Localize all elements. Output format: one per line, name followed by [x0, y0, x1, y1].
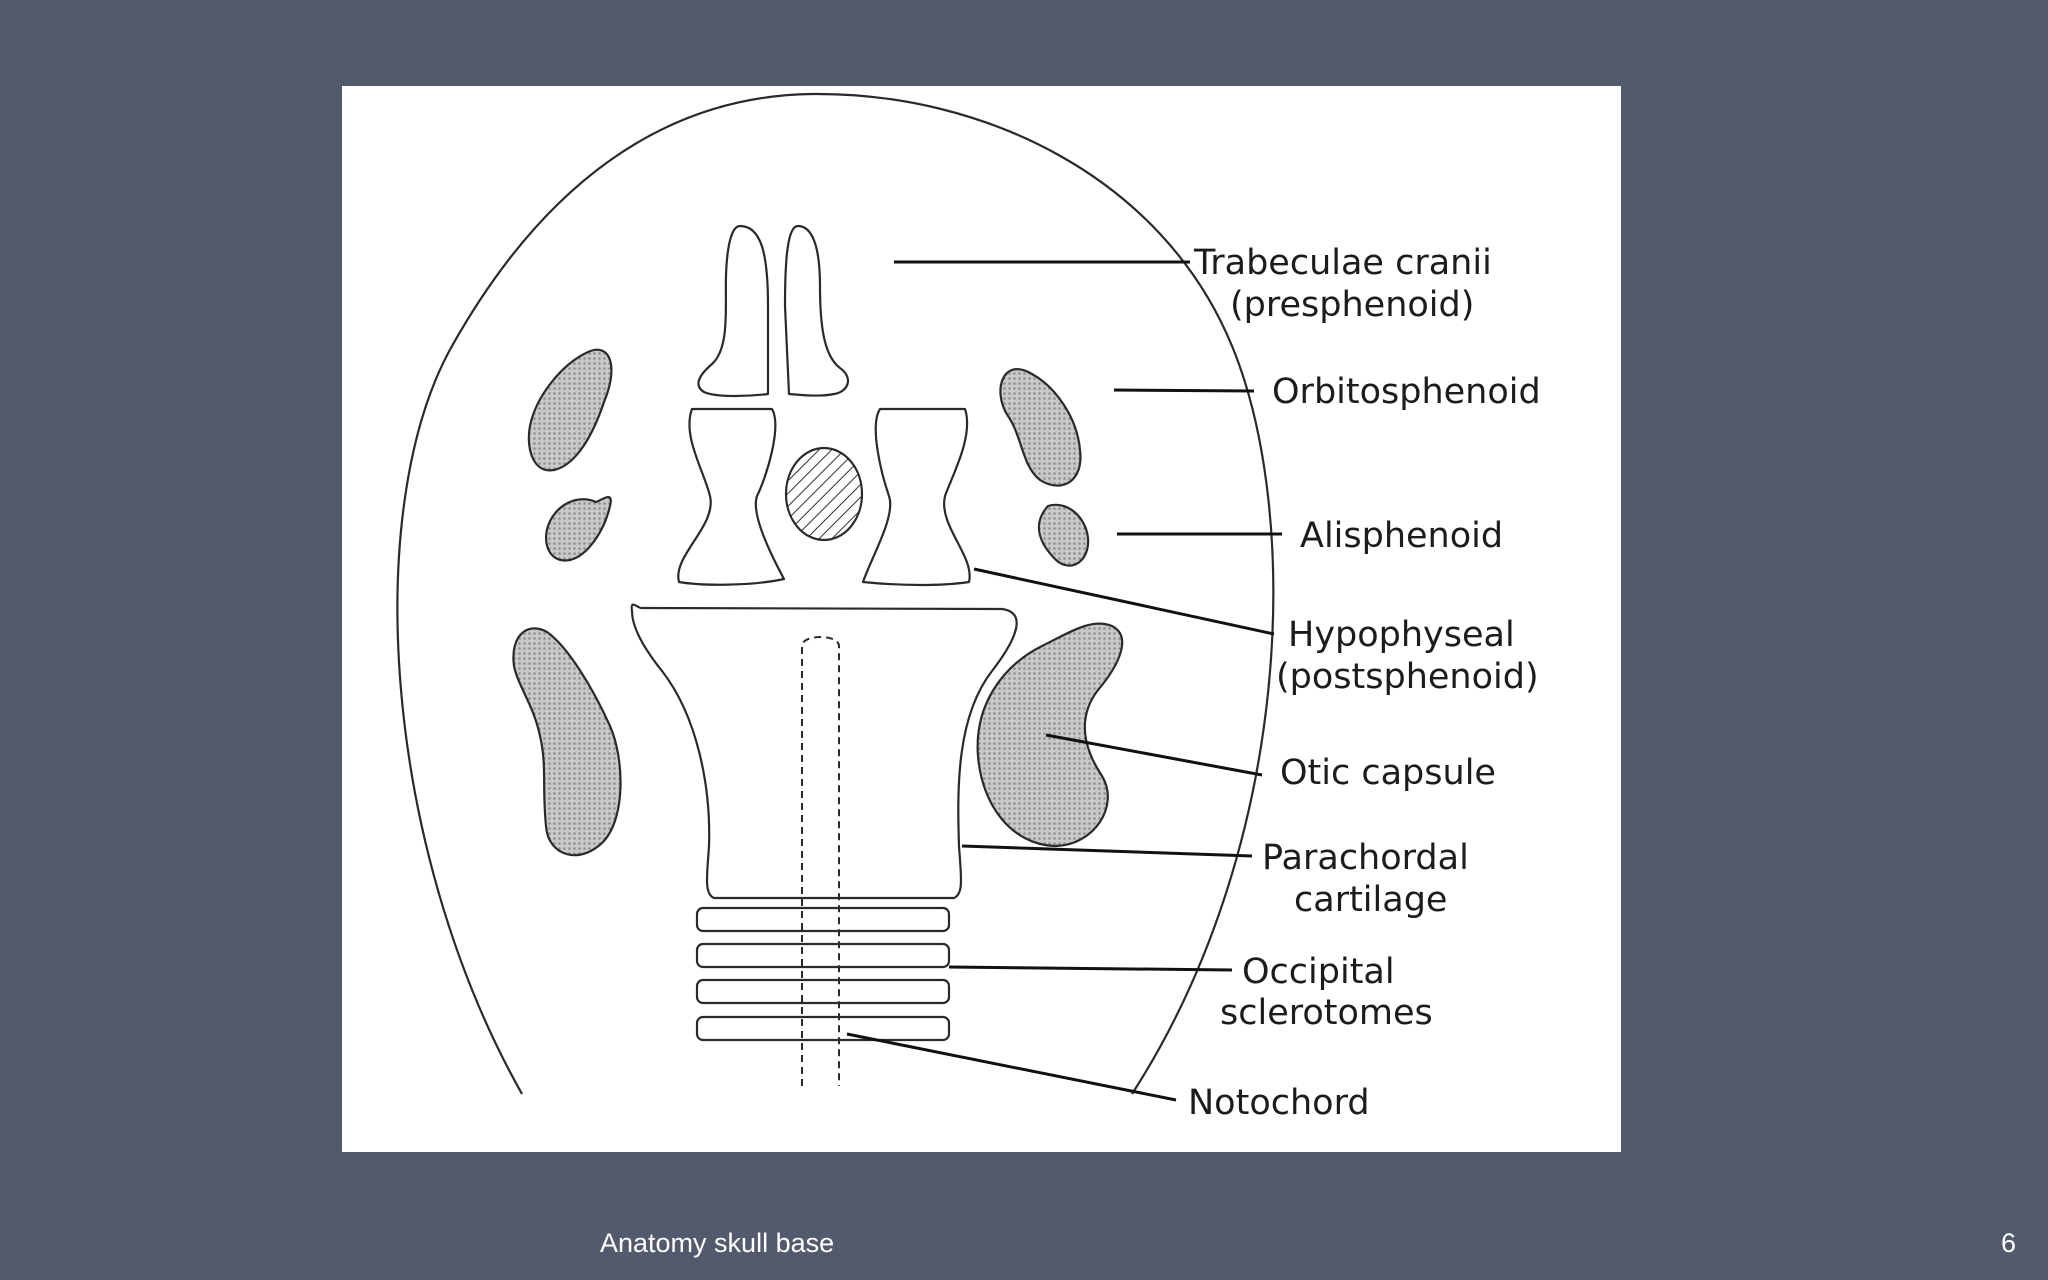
sclerotome-2: [695, 942, 951, 969]
label-otic-capsule: Otic capsule: [1280, 753, 1496, 793]
label-occipital-1: Occipital: [1242, 952, 1395, 992]
label-trabeculae-2: (presphenoid): [1230, 285, 1474, 325]
label-alisphenoid: Alisphenoid: [1300, 516, 1503, 556]
leader-notochord: [846, 1032, 1177, 1102]
sclerotome-1: [695, 906, 951, 933]
head-outline: [396, 92, 1275, 1095]
label-notochord: Notochord: [1188, 1083, 1370, 1123]
label-parachordal-1: Parachordal: [1262, 838, 1469, 878]
alisphenoid-left: [544, 496, 612, 562]
hypophyseal-fossa: [784, 446, 864, 542]
leader-orbitosphenoid: [1113, 388, 1255, 393]
notochord: [801, 636, 840, 1086]
otic-capsule-left: [512, 627, 622, 857]
skull-base-diagram: Trabeculae cranii (presphenoid) Orbitosp…: [396, 92, 1541, 1123]
hypophyseal-right: [861, 407, 971, 587]
orbitosphenoid-right: [999, 368, 1082, 487]
footer-title: Anatomy skull base: [600, 1228, 835, 1258]
label-trabeculae-1: Trabeculae cranii: [1193, 243, 1492, 283]
label-hypophyseal-1: Hypophyseal: [1288, 615, 1515, 655]
leader-occipital: [948, 965, 1233, 972]
orbitosphenoid-left: [527, 348, 613, 472]
leader-parachordal: [961, 844, 1253, 858]
sclerotome-3: [695, 978, 951, 1005]
alisphenoid-right: [1037, 503, 1090, 567]
label-occipital-2: sclerotomes: [1220, 993, 1433, 1033]
hypophyseal-left: [677, 407, 786, 586]
leader-otic: [1045, 733, 1263, 777]
sclerotome-4: [695, 1015, 951, 1042]
trabecula-left: [697, 224, 770, 398]
label-orbitosphenoid: Orbitosphenoid: [1272, 372, 1541, 412]
label-parachordal-2: cartilage: [1294, 880, 1447, 920]
page-number: 6: [2000, 1228, 2016, 1258]
diagram-figure: Trabeculae cranii (presphenoid) Orbitosp…: [342, 86, 1621, 1152]
label-hypophyseal-2: (postsphenoid): [1276, 657, 1539, 697]
parachordal-cartilage: [630, 603, 1018, 900]
leader-hypophyseal: [973, 567, 1275, 636]
trabecula-right: [783, 224, 850, 397]
